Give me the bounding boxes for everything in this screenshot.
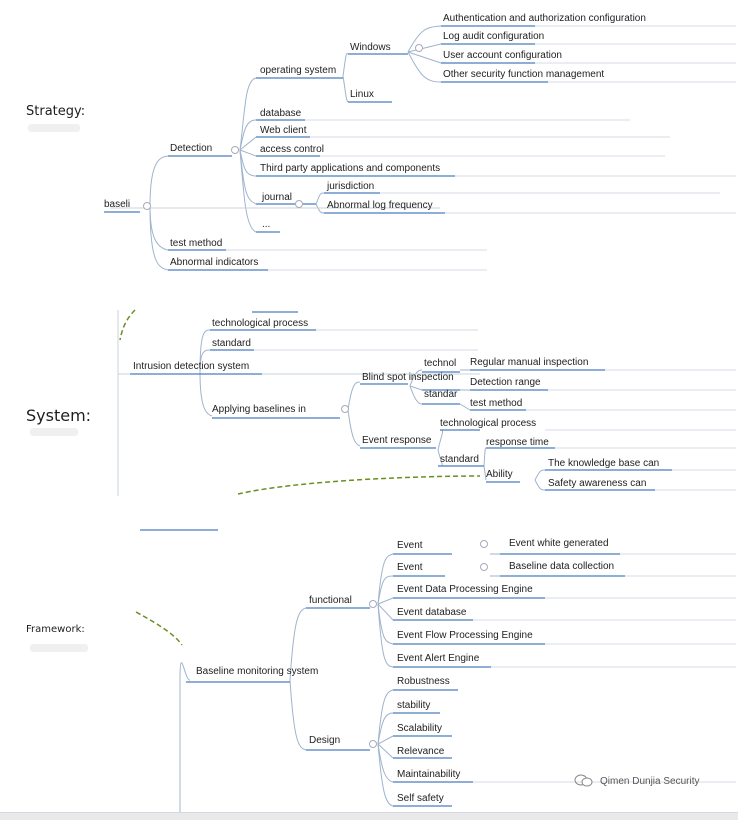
node-baseline-root[interactable]: baseli (104, 199, 131, 210)
node-design-2[interactable]: Scalability (397, 723, 443, 734)
node-safety-awareness[interactable]: Safety awareness can (548, 478, 647, 489)
collapse-toggle-icon[interactable] (369, 740, 377, 748)
node-standard-2[interactable]: standard (440, 454, 479, 465)
wechat-icon (574, 774, 594, 788)
node-intrusion-detection[interactable]: Intrusion detection system (133, 361, 250, 372)
node-applying-baselines[interactable]: Applying baselines in (212, 404, 306, 415)
node-third-party[interactable]: Third party applications and components (260, 163, 441, 174)
node-design-4[interactable]: Maintainability (397, 769, 461, 780)
node-standar[interactable]: standar (424, 389, 458, 400)
node-design-1[interactable]: stability (397, 700, 431, 711)
node-abnormal-log[interactable]: Abnormal log frequency (327, 200, 433, 211)
node-tech-process[interactable]: technological process (212, 318, 309, 329)
node-win-item-3[interactable]: Other security function management (443, 69, 605, 80)
node-abnormal-indicators[interactable]: Abnormal indicators (170, 257, 259, 268)
node-standard[interactable]: standard (212, 338, 251, 349)
node-journal[interactable]: journal (262, 192, 293, 203)
node-win-item-0[interactable]: Authentication and authorization configu… (443, 13, 646, 24)
node-test-method[interactable]: test method (170, 238, 223, 249)
node-design-3[interactable]: Relevance (397, 746, 445, 757)
collapse-toggle-icon[interactable] (295, 200, 303, 208)
node-database[interactable]: database (260, 108, 302, 119)
node-engine[interactable]: Event Data Processing Engine (397, 584, 533, 595)
node-windows[interactable]: Windows (350, 42, 391, 53)
node-knowledge-base[interactable]: The knowledge base can (548, 458, 660, 469)
node-design-0[interactable]: Robustness (397, 676, 450, 687)
collapse-toggle-icon[interactable] (480, 540, 488, 548)
blurred-caption (28, 124, 80, 132)
node-flow-engine[interactable]: Event Flow Processing Engine (397, 630, 533, 641)
node-ability[interactable]: Ability (486, 469, 513, 480)
watermark-text: Qimen Dunjia Security (600, 775, 700, 787)
node-win-item-2[interactable]: User account configuration (443, 50, 562, 61)
node-operating-system[interactable]: operating system (260, 65, 337, 76)
node-tech-process-2[interactable]: technological process (440, 418, 537, 429)
section-heading-framework: Framework: (26, 624, 85, 635)
node-jurisdiction[interactable]: jurisdiction (327, 181, 375, 192)
node-event-1[interactable]: Event (397, 540, 423, 551)
collapse-toggle-icon[interactable] (369, 600, 377, 608)
node-detection[interactable]: Detection (170, 143, 213, 154)
collapse-toggle-icon[interactable] (341, 405, 349, 413)
node-win-item-1[interactable]: Log audit configuration (443, 31, 545, 42)
node-design[interactable]: Design (309, 735, 341, 746)
node-functional[interactable]: functional (309, 595, 352, 606)
node-detection-range[interactable]: Detection range (470, 377, 541, 388)
node-event-response[interactable]: Event response (362, 435, 432, 446)
collapse-toggle-icon[interactable] (143, 202, 151, 210)
node-response-time[interactable]: response time (486, 437, 549, 448)
node-access-control[interactable]: access control (260, 144, 324, 155)
node-design-5[interactable]: Self safety (397, 793, 444, 804)
node-test-method-sys[interactable]: test method (470, 398, 523, 409)
node-ellipsis[interactable]: ... (262, 219, 271, 230)
node-event-db[interactable]: Event database (397, 607, 467, 618)
node-baseline-data[interactable]: Baseline data collection (509, 561, 615, 572)
section-heading-strategy: Strategy: (26, 104, 86, 119)
collapse-toggle-icon[interactable] (231, 146, 239, 154)
section-heading-system: System: (26, 406, 92, 425)
node-linux[interactable]: Linux (350, 89, 374, 100)
node-regular-manual[interactable]: Regular manual inspection (470, 357, 589, 368)
node-baseline-monitoring[interactable]: Baseline monitoring system (196, 666, 319, 677)
node-alert-engine[interactable]: Event Alert Engine (397, 653, 480, 664)
node-techno[interactable]: technol (424, 358, 457, 369)
bottom-scrollbar[interactable] (0, 812, 738, 820)
collapse-toggle-icon[interactable] (480, 563, 488, 571)
collapse-toggle-icon[interactable] (415, 44, 423, 52)
node-event-white[interactable]: Event white generated (509, 538, 609, 549)
blurred-caption (30, 644, 88, 652)
watermark: Qimen Dunjia Security (574, 774, 699, 788)
node-web-client[interactable]: Web client (260, 125, 307, 136)
blurred-caption (30, 428, 78, 436)
node-blind-spot[interactable]: Blind spot inspection (362, 372, 454, 383)
node-event-2[interactable]: Event (397, 562, 423, 573)
